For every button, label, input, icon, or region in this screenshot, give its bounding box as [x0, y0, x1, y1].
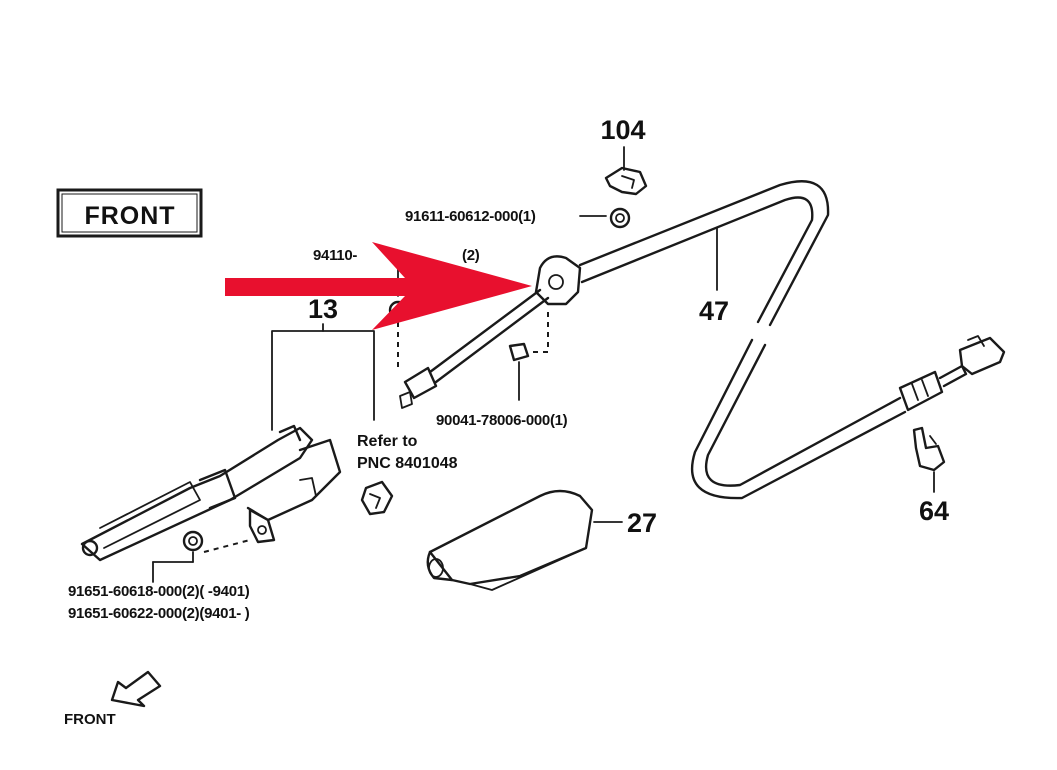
part-number-91651-618: 91651-60618-000(2)( -9401) [68, 583, 250, 600]
callout-27: 27 [627, 508, 657, 538]
part-number-91651-622: 91651-60622-000(2)(9401- ) [68, 605, 250, 622]
front-direction-label: FRONT [64, 711, 116, 728]
callout-64: 64 [919, 496, 949, 526]
part-number-91611: 91611-60612-000(1) [405, 208, 536, 225]
front-direction-arrow-icon: FRONT [64, 670, 162, 728]
part-27-cover: 27 [426, 489, 657, 591]
red-pointer-arrow-icon [225, 242, 532, 330]
part-number-90041: 90041-78006-000(1) [436, 412, 568, 429]
part-104-clip: 104 [600, 115, 648, 196]
reference-note: Refer to PNC 8401048 [357, 433, 458, 516]
screw-90041: 90041-78006-000(1) [436, 312, 568, 429]
cable-end-right [898, 335, 1006, 412]
reference-line-2: PNC 8401048 [357, 455, 458, 472]
front-label-box: FRONT [56, 188, 203, 238]
reference-line-1: Refer to [357, 433, 418, 450]
callout-47: 47 [699, 296, 729, 326]
bolt-91611: 91611-60612-000(1) [405, 207, 631, 229]
callout-104: 104 [600, 115, 645, 145]
part-64-bracket: 64 [912, 426, 949, 526]
part-13-lever: 13 [80, 294, 375, 562]
bolt-91651: 91651-60618-000(2)( -9401) 91651-60622-0… [68, 530, 251, 622]
front-label-text: FRONT [84, 202, 175, 230]
part-number-94110-prefix: 94110- [313, 247, 357, 264]
callout-13: 13 [308, 294, 338, 324]
part-number-94110-suffix: (2) [462, 247, 480, 264]
cable-47: 47 [578, 180, 907, 500]
cable-equalizer [399, 255, 582, 409]
